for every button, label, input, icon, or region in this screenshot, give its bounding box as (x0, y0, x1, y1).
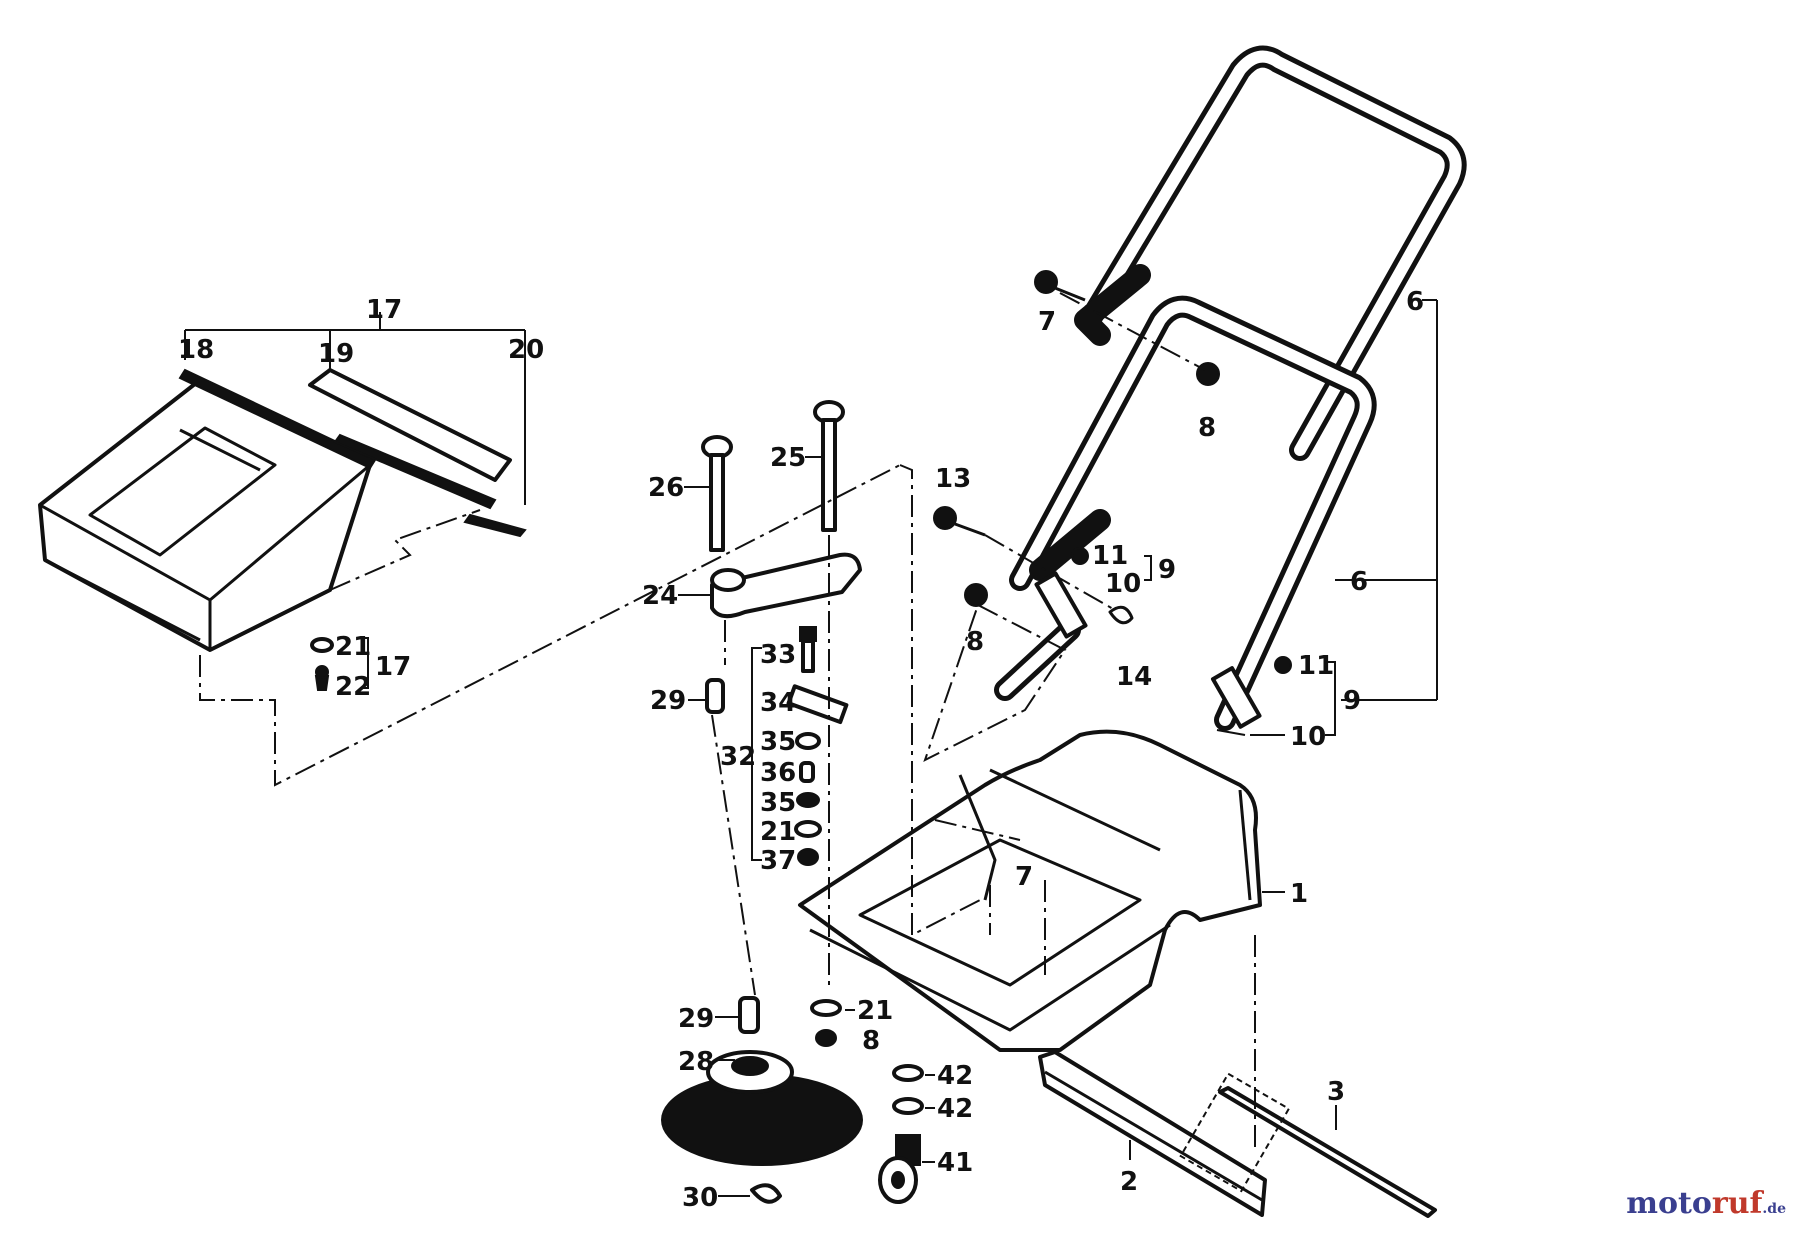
label-42-upper: 42 (937, 1061, 973, 1091)
label-6-top: 6 (1406, 287, 1424, 317)
label-9-right: 9 (1343, 686, 1361, 716)
grass-catcher (38, 368, 377, 652)
washer-35a (795, 732, 821, 750)
label-1: 1 (1290, 879, 1308, 909)
nut-37 (797, 848, 819, 866)
label-6-mid: 6 (1350, 567, 1368, 597)
sweeper-brush-28 (661, 1050, 863, 1166)
axle-bracket (710, 552, 862, 619)
nut-8c (815, 1029, 837, 1047)
label-8-upper: 8 (1198, 413, 1216, 443)
plate-34 (786, 684, 849, 725)
label-11-left: 11 (1092, 541, 1128, 571)
label-8-lower: 8 (862, 1026, 880, 1056)
label-2: 2 (1120, 1167, 1138, 1197)
label-3: 3 (1327, 1077, 1345, 1107)
label-26: 26 (648, 473, 684, 503)
label-20: 20 (508, 335, 544, 365)
bolt-13 (933, 506, 957, 530)
label-36: 36 (760, 758, 796, 788)
nut-11-right (1274, 656, 1292, 674)
leader-lines (184, 299, 1438, 1197)
logo-suffix: .de (1762, 1201, 1786, 1217)
label-33: 33 (760, 640, 796, 670)
nut-8-mid (964, 583, 988, 607)
label-25: 25 (770, 443, 806, 473)
rubber-skirt-2 (1038, 1050, 1267, 1217)
label-18: 18 (178, 335, 214, 365)
screw-33 (799, 626, 817, 673)
washer-21 (310, 637, 334, 653)
label-21-stack: 21 (760, 817, 796, 847)
label-28: 28 (678, 1047, 714, 1077)
mower-deck (798, 729, 1262, 1052)
label-10-left: 10 (1105, 569, 1141, 599)
label-29-upper: 29 (650, 686, 686, 716)
spacer-36 (799, 761, 815, 783)
motoruf-logo: motoruf.de (1626, 1186, 1786, 1221)
label-21-lower: 21 (857, 996, 893, 1026)
label-30: 30 (682, 1183, 718, 1213)
washer-42b (892, 1097, 924, 1115)
washer-21c (810, 999, 842, 1017)
part-number-labels: 17 18 19 20 21 22 17 26 25 24 33 34 35 3… (178, 287, 1424, 1213)
bolt-7-upper (1034, 270, 1058, 294)
label-34: 34 (760, 688, 796, 718)
wing-nut-14 (1108, 605, 1134, 625)
label-42-lower: 42 (937, 1094, 973, 1124)
label-8-mid: 8 (966, 627, 984, 657)
assembly-guide-lines (199, 292, 1256, 1150)
nut-11-left (1071, 547, 1089, 565)
label-35-lower: 35 (760, 788, 796, 818)
spacer-29-lower (738, 996, 760, 1034)
label-17-side: 17 (375, 652, 411, 682)
washer-35b (796, 792, 820, 808)
label-10-right: 10 (1290, 722, 1326, 752)
logo-accent: ruf (1711, 1186, 1763, 1221)
label-7-upper: 7 (1038, 307, 1056, 337)
label-35-upper: 35 (760, 727, 796, 757)
label-19: 19 (318, 339, 354, 369)
label-9-left: 9 (1158, 555, 1176, 585)
handle-clamps (1034, 571, 1262, 729)
bolt-25 (813, 400, 845, 532)
label-22: 22 (335, 672, 371, 702)
lower-handle (994, 295, 1377, 731)
washer-42a (892, 1064, 924, 1082)
wing-nut-30 (750, 1183, 782, 1204)
washer-21b (794, 820, 822, 838)
catcher-flap (308, 368, 527, 538)
spacer-29-upper (705, 678, 725, 714)
label-32: 32 (720, 742, 756, 772)
label-11-right: 11 (1298, 651, 1334, 681)
logo-main: moto (1626, 1186, 1712, 1221)
label-21-catcher: 21 (335, 632, 371, 662)
label-24: 24 (642, 581, 678, 611)
label-17-top: 17 (366, 295, 402, 325)
upper-handle (1074, 45, 1467, 461)
wheel-41 (878, 1134, 921, 1204)
label-14: 14 (1116, 662, 1152, 692)
label-13: 13 (935, 464, 971, 494)
label-29-lower: 29 (678, 1004, 714, 1034)
label-37: 37 (760, 846, 796, 876)
nut-8-upper (1196, 362, 1220, 386)
axle-rod-3 (1218, 1086, 1437, 1218)
label-41: 41 (937, 1148, 973, 1178)
bolt-26 (701, 435, 733, 552)
label-7-deck: 7 (1015, 862, 1033, 892)
